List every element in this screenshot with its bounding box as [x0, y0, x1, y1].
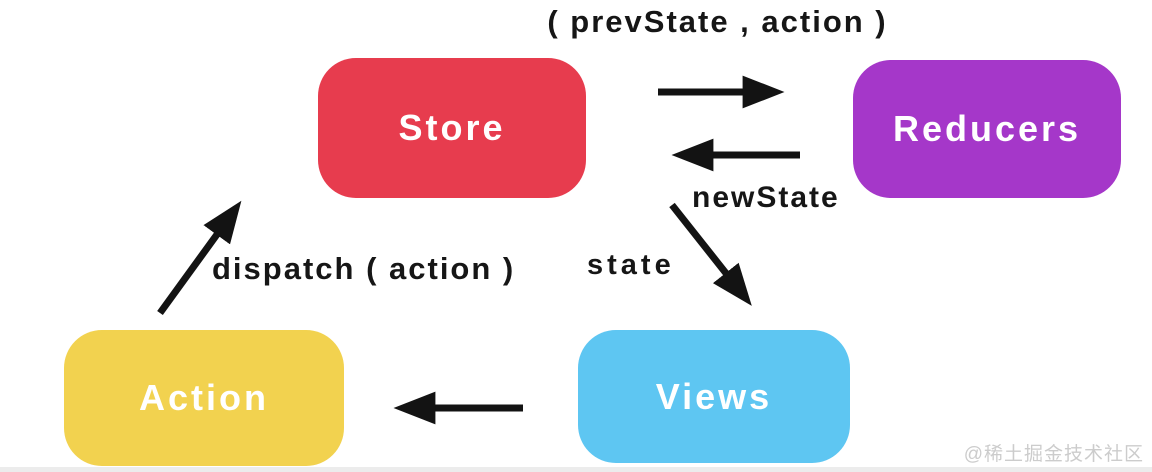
node-reducers: Reducers: [853, 60, 1121, 198]
watermark: @稀土掘金技术社区: [963, 444, 1144, 465]
node-views: Views: [578, 330, 850, 463]
node-store-label: Store: [398, 107, 506, 148]
edge-label-state: state: [587, 249, 675, 281]
node-action: Action: [64, 330, 344, 466]
edge-label-newstate: newState: [692, 181, 840, 214]
edge-label-prevstate-action: ( prevState , action ): [547, 4, 888, 39]
arrow-store-to-views: [669, 202, 752, 306]
node-views-label: Views: [655, 375, 773, 417]
node-action-label: Action: [139, 377, 269, 418]
node-reducers-label: Reducers: [892, 108, 1082, 149]
node-store: Store: [318, 58, 586, 198]
edge-label-dispatch-action: dispatch ( action ): [212, 251, 516, 286]
bottom-strip: [0, 467, 1152, 472]
